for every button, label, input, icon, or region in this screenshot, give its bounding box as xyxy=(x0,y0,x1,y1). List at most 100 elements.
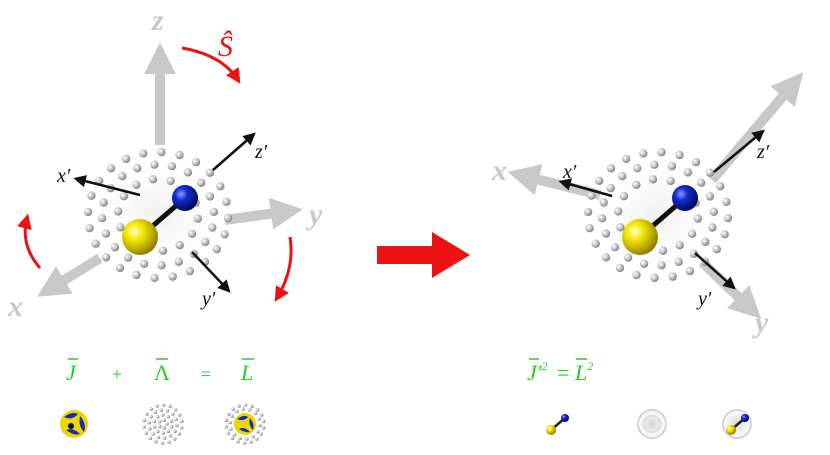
bead xyxy=(121,154,131,164)
z-prime-label: z′ xyxy=(254,141,268,163)
equation-plus: + xyxy=(112,364,122,384)
bead xyxy=(259,413,264,417)
bead xyxy=(159,408,164,412)
z-axis-arrow xyxy=(708,72,804,184)
bead xyxy=(187,229,197,238)
bead xyxy=(196,178,206,187)
bead xyxy=(87,191,96,200)
left-panel: z y x Ŝ x′ y′ z′ xyxy=(7,4,323,323)
bead xyxy=(139,149,148,158)
bead xyxy=(696,178,706,187)
bead xyxy=(222,197,231,206)
bead xyxy=(179,426,184,430)
bead xyxy=(167,162,177,171)
bead xyxy=(687,229,697,238)
bead xyxy=(666,176,675,186)
bead-cloud xyxy=(80,141,236,289)
bead xyxy=(242,441,247,445)
blue-atom xyxy=(672,185,698,211)
x-prime-axis-arrow xyxy=(558,178,613,198)
y-axis-label: y xyxy=(752,306,769,339)
y-prime-axis-arrow xyxy=(694,252,736,290)
bead xyxy=(123,253,133,262)
bead xyxy=(259,432,263,436)
equation-j-prime: J′2 xyxy=(527,359,548,385)
bead xyxy=(615,263,625,273)
bead xyxy=(614,207,623,216)
bead xyxy=(158,246,168,255)
bead xyxy=(235,409,239,414)
bead xyxy=(116,223,125,232)
bead xyxy=(158,424,162,429)
thumbnail-haze xyxy=(632,404,672,444)
bead xyxy=(685,266,695,276)
bead xyxy=(165,422,169,426)
bead xyxy=(691,157,701,167)
bead xyxy=(668,272,677,281)
bead xyxy=(232,432,237,437)
bead xyxy=(228,420,232,425)
bead xyxy=(583,207,593,217)
bead xyxy=(101,229,111,238)
blue-atom xyxy=(172,185,198,211)
bead xyxy=(674,257,683,266)
bead xyxy=(705,168,715,177)
bead xyxy=(258,423,262,428)
bead xyxy=(147,420,151,425)
bead xyxy=(91,239,100,248)
bead xyxy=(139,259,149,268)
bead xyxy=(230,414,234,418)
bead xyxy=(201,237,210,247)
bead xyxy=(151,432,155,436)
bead xyxy=(191,157,201,167)
bead xyxy=(174,417,178,421)
bead xyxy=(114,207,123,216)
bead xyxy=(145,412,149,416)
bead xyxy=(585,224,594,233)
bead xyxy=(723,213,733,223)
bead xyxy=(99,198,108,207)
bead xyxy=(599,198,608,207)
thumbnail-j-wavefunction xyxy=(60,410,88,438)
bead xyxy=(142,425,146,429)
x-prime-label: x′ xyxy=(562,161,577,183)
bead xyxy=(156,435,161,440)
bead xyxy=(167,440,171,444)
thumbnail-l-wavefunction xyxy=(224,403,266,445)
bead xyxy=(158,419,162,424)
thumbnail-lambda-bead-cloud xyxy=(142,403,184,445)
bead xyxy=(155,404,159,408)
z-prime-label: z′ xyxy=(756,141,770,163)
z-prime-axis-arrow xyxy=(713,129,765,173)
bead xyxy=(144,431,149,435)
bead xyxy=(619,192,629,201)
bead xyxy=(256,430,260,434)
bead xyxy=(675,150,684,160)
bead xyxy=(173,408,178,412)
bead xyxy=(251,434,255,439)
bead xyxy=(683,168,693,177)
bead xyxy=(705,192,715,201)
bead xyxy=(132,180,141,189)
bead xyxy=(587,191,596,200)
z-axis-label: z xyxy=(151,4,164,37)
bead xyxy=(133,164,142,173)
bead xyxy=(237,404,241,408)
bead xyxy=(255,408,260,412)
bead xyxy=(231,407,235,411)
equation-l-exponent: 2 xyxy=(587,359,593,373)
bead xyxy=(722,197,731,206)
bead xyxy=(110,243,120,252)
bead xyxy=(657,261,666,270)
bead xyxy=(175,150,184,160)
bead xyxy=(180,419,184,423)
thumbnail-molecule xyxy=(546,414,569,435)
bead xyxy=(610,243,620,252)
y-prime-label: y′ xyxy=(696,288,712,310)
bead xyxy=(156,429,160,434)
equation-lambda: Λ xyxy=(154,360,170,385)
bead xyxy=(693,214,702,223)
bead xyxy=(162,426,166,430)
bead xyxy=(708,223,717,232)
bead xyxy=(236,439,240,444)
